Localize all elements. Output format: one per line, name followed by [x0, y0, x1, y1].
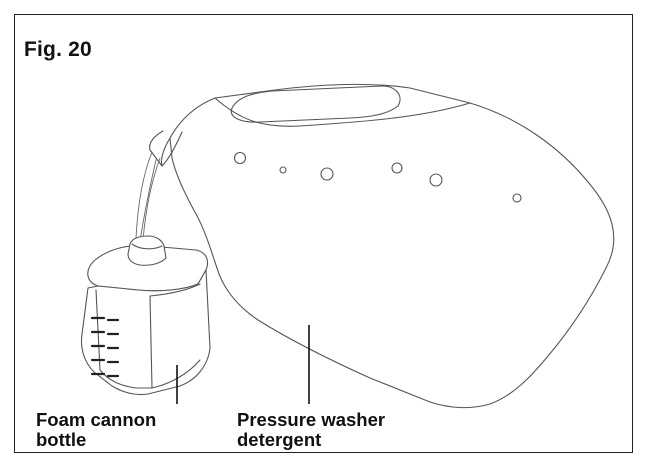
- bottle-cap: [127, 235, 167, 266]
- pressure-washer-detergent-label: Pressure washer detergent: [237, 410, 385, 450]
- detergent-jug-handle: [230, 85, 401, 123]
- bottle-graduation-marks: [90, 316, 120, 378]
- detergent-jug-dimple: [429, 173, 443, 187]
- bottle-body: [80, 269, 211, 396]
- pressure-washer-detergent-label-line2: detergent: [237, 429, 322, 450]
- detergent-jug-dimple: [391, 162, 403, 174]
- detergent-jug-body: [169, 83, 615, 409]
- foam-cannon-bottle: [80, 235, 211, 396]
- detergent-jug-dimple: [512, 193, 522, 203]
- foam-cannon-bottle-label: Foam cannon bottle: [36, 410, 156, 450]
- detergent-jug-dimple: [320, 167, 334, 181]
- foam-cannon-bottle-label-line2: bottle: [36, 429, 87, 450]
- detergent-jug: [149, 83, 615, 409]
- detergent-jug-dimple: [279, 166, 287, 174]
- pressure-washer-detergent-label-line1: Pressure washer: [237, 409, 386, 430]
- pour-stream: [135, 151, 161, 243]
- figure-title: Fig. 20: [24, 38, 92, 61]
- foam-cannon-bottle-label-line1: Foam cannon: [36, 409, 157, 430]
- detergent-jug-dimple: [233, 151, 247, 165]
- detergent-jug-spout: [160, 131, 183, 167]
- callout-lines: [176, 325, 310, 404]
